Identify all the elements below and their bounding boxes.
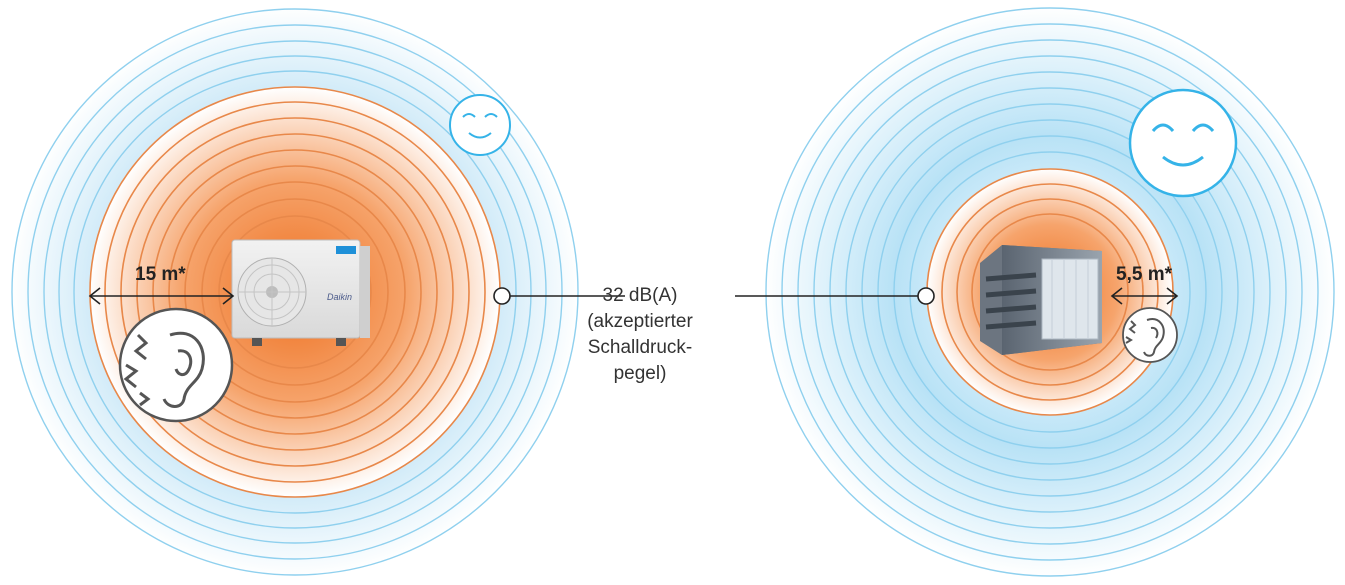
outdoor-ac-unit-icon: Daikin <box>231 239 370 346</box>
threshold-connector-left <box>493 287 625 305</box>
smiling-face-icon-large <box>1128 88 1238 198</box>
right-orange-ring-4 <box>971 213 1129 371</box>
stressed-ear-icon-small <box>1122 307 1178 363</box>
left-orange-ring-3 <box>120 117 470 467</box>
right-blue-ring-5 <box>829 71 1271 513</box>
left-orange-ring-2 <box>104 101 486 483</box>
left-blue-ring-5 <box>73 70 517 514</box>
left-distance-label: 15 m* <box>135 264 186 285</box>
left-blue-ring-2 <box>27 24 563 560</box>
right-orange-ring-2 <box>941 183 1159 401</box>
right-orange-ring-3 <box>956 198 1144 386</box>
left-orange-ring-7 <box>184 181 406 403</box>
threshold-description-line2: Schalldruck- <box>587 337 693 358</box>
smiling-face-icon <box>449 94 511 156</box>
threshold-value: 32 dB(A) <box>602 285 678 306</box>
left-orange-ring-9 <box>218 215 372 369</box>
heat-pump-unit-with-silencer-icon <box>980 245 1102 355</box>
right-blue-ring-9 <box>893 135 1207 449</box>
right-blue-ring-10 <box>909 151 1191 433</box>
threshold-description-line1: (akzeptierter <box>587 311 693 332</box>
brand-label: Daikin <box>327 292 352 302</box>
right-distance-arrow <box>1110 287 1179 305</box>
left-orange-ring-6 <box>168 165 422 419</box>
threshold-description-line3: pegel) <box>613 363 667 384</box>
left-distance-arrow <box>88 287 235 305</box>
left-blue-ring-4 <box>58 55 532 529</box>
threshold-label: 32 dB(A) (akzeptierter Schalldruck- pege… <box>560 283 720 387</box>
left-blue-ring-3 <box>43 40 547 544</box>
right-blue-ring-6 <box>845 87 1255 497</box>
right-blue-ring-4 <box>813 55 1287 529</box>
left-orange-ring-4 <box>136 133 454 451</box>
right-blue-ring-3 <box>797 39 1303 545</box>
right-distance-label: 5,5 m* <box>1116 264 1172 285</box>
right-blue-ring-7 <box>861 103 1239 481</box>
stressed-ear-icon <box>118 307 234 423</box>
right-blue-ring-1 <box>765 7 1335 577</box>
right-blue-ring-8 <box>877 119 1223 465</box>
right-blue-ring-2 <box>781 23 1319 561</box>
left-blue-ring-1 <box>11 8 579 576</box>
left-orange-ring-8 <box>201 198 389 386</box>
threshold-connector-right <box>735 287 935 305</box>
left-orange-ring-5 <box>152 149 438 435</box>
